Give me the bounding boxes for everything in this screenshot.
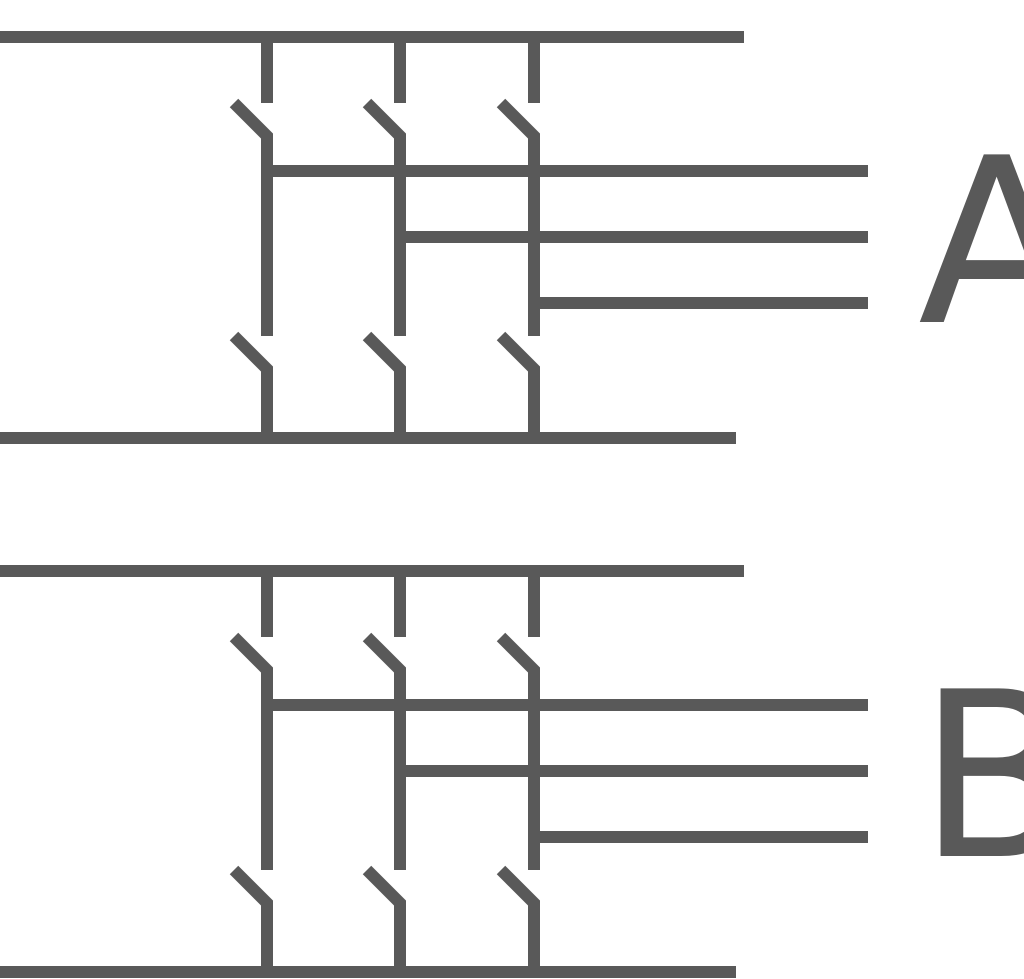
section-a-label: A <box>918 110 1024 377</box>
section-b-lower-switch-2 <box>362 865 406 972</box>
section-b-upper-switch-1 <box>229 571 273 870</box>
section-a-lower-switch-2 <box>362 331 406 438</box>
section-a-upper-switch-2 <box>362 37 406 336</box>
section-a: A <box>0 31 1024 444</box>
section-b-lower-switch-1 <box>229 865 273 972</box>
section-b-upper-switch-2 <box>362 571 406 870</box>
section-b-lower-switch-3 <box>496 865 540 972</box>
section-a-upper-switch-3 <box>496 37 540 336</box>
section-b-label: B <box>918 644 1024 911</box>
section-a-lower-switch-3 <box>496 331 540 438</box>
section-a-lower-switch-1 <box>229 331 273 438</box>
section-a-upper-switch-1 <box>229 37 273 336</box>
section-b: B <box>0 565 1024 978</box>
section-b-upper-switch-3 <box>496 571 540 870</box>
